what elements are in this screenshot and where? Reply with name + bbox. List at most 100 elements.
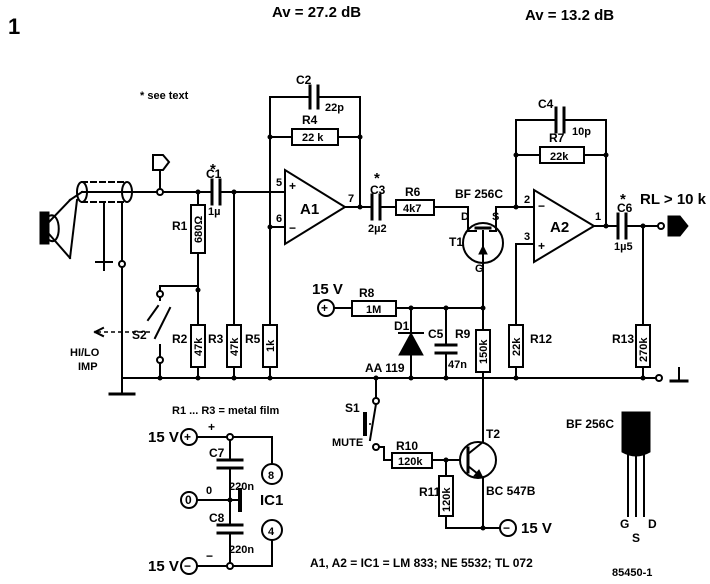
r9-value: 150k — [478, 339, 490, 364]
switch-s2-lever[interactable] — [153, 306, 172, 340]
t1-pin-g: G — [475, 263, 484, 275]
svg-text:*: * — [210, 161, 216, 178]
a1-minus-sign: − — [289, 221, 296, 235]
r3-value: 47k — [229, 337, 241, 356]
package-title: BF 256C — [566, 417, 614, 431]
r6-name: R6 — [405, 185, 421, 199]
supply-plus-sign: + — [184, 430, 191, 444]
r5-name: R5 — [245, 332, 261, 346]
package-lead-g: G — [620, 517, 629, 531]
package-lead-d: D — [648, 517, 657, 531]
r12-name: R12 — [530, 332, 552, 346]
c8-name: C8 — [209, 511, 225, 525]
r13-value: 270k — [638, 337, 650, 362]
rail-plus-sign: + — [208, 420, 215, 434]
r9-name: R9 — [455, 327, 471, 341]
supply-minus-sign: − — [184, 559, 191, 573]
supply-minus15-label: 15 V — [521, 520, 552, 537]
a2-pin3: 3 — [524, 231, 530, 243]
t2-type: BC 547B — [486, 484, 536, 498]
zero-label: 0 — [206, 485, 212, 497]
output-connector-icon — [667, 215, 689, 237]
a1-pin6: 6 — [276, 213, 282, 225]
c6-name: C6 — [617, 201, 633, 215]
a1-pin7: 7 — [348, 193, 354, 205]
a2-pin1: 1 — [595, 211, 601, 223]
ground-terminal-out — [655, 374, 663, 382]
r8-value: 1M — [366, 304, 381, 316]
c4-value: 10p — [572, 126, 591, 138]
resistor-note: R1 ... R3 = metal film — [172, 405, 280, 417]
s1-mute-label: MUTE — [332, 437, 363, 449]
r5-value: 1k — [265, 339, 277, 352]
t1-type: BF 256C — [455, 187, 503, 201]
c1-value: 1µ — [208, 206, 220, 218]
d1-name: D1 — [394, 319, 410, 333]
r1-name: R1 — [172, 219, 188, 233]
c7-value: 220n — [229, 481, 254, 493]
r2-value: 47k — [193, 337, 205, 356]
hilo-label: HI/LO — [70, 347, 100, 359]
c2-name: C2 — [296, 73, 312, 87]
supply-15v-plus: + — [321, 301, 328, 315]
input-connector-icon — [152, 154, 171, 171]
pin4-label: 4 — [268, 526, 275, 538]
a1-pin5: 5 — [276, 177, 282, 189]
r11-value: 120k — [441, 487, 453, 512]
r10-value: 120k — [398, 456, 423, 468]
c5-name: C5 — [428, 327, 444, 341]
see-text-note: * see text — [140, 90, 189, 102]
a2-minus-sign: − — [538, 199, 545, 213]
pin8-label: 8 — [268, 470, 274, 482]
opamp-a2 — [533, 188, 596, 264]
supply-minus-label: 15 V — [148, 558, 179, 575]
r2-name: R2 — [172, 332, 188, 346]
a1-plus-sign: + — [289, 179, 296, 193]
ic1-pin8-marker — [261, 463, 283, 485]
load-label: RL > 10 k — [640, 191, 707, 208]
r4-name: R4 — [302, 113, 318, 127]
r7-value: 22k — [550, 151, 569, 163]
r7-name: R7 — [549, 131, 565, 145]
s1-name: S1 — [345, 401, 360, 415]
t2-name: T2 — [486, 427, 500, 441]
c2-value: 22p — [325, 102, 344, 114]
drawing-number: 85450-1 — [612, 567, 652, 579]
r12-value: 22k — [511, 337, 523, 356]
c3-value: 2µ2 — [368, 223, 387, 235]
ic1-pin4-marker — [261, 519, 283, 541]
t1-name: T1 — [449, 235, 463, 249]
capacitor-c1: * C1 1µ — [206, 161, 222, 218]
figure-number: 1 — [8, 14, 20, 39]
diode-d1 — [398, 331, 424, 356]
r8-name: R8 — [359, 286, 375, 300]
zero-terminal-label: 0 — [185, 493, 192, 507]
c5-value: 47n — [448, 359, 467, 371]
ic1-label: IC1 — [260, 492, 283, 509]
supply-plus-label: 15 V — [148, 429, 179, 446]
to92-package-icon — [621, 411, 651, 517]
c3-name: C3 — [370, 183, 386, 197]
opamp-note: A1, A2 = IC1 = LM 833; NE 5532; TL 072 — [310, 556, 533, 570]
switch-s1-lever[interactable] — [368, 402, 378, 442]
supply-15v-label: 15 V — [312, 281, 343, 298]
rail-minus-sign: − — [206, 549, 213, 563]
s2-name: S2 — [132, 328, 147, 342]
opamp-a1 — [284, 168, 347, 246]
package-lead-s: S — [632, 531, 640, 545]
d1-type: AA 119 — [365, 361, 405, 375]
r10-name: R10 — [396, 439, 418, 453]
c4-name: C4 — [538, 97, 554, 111]
c6-value: 1µ5 — [614, 241, 633, 253]
r4-value: 22 k — [302, 132, 324, 144]
a2-name: A2 — [550, 219, 569, 236]
svg-text:*: * — [620, 191, 626, 208]
a2-pin2: 2 — [524, 194, 530, 206]
t1-pin-s: S — [492, 211, 499, 223]
r13-name: R13 — [612, 332, 634, 346]
gain-label-stage1: Av = 27.2 dB — [272, 4, 361, 21]
supply-minus15-sign: − — [503, 521, 510, 535]
supply-minus15-terminal — [499, 519, 517, 537]
t1-pin-d: D — [461, 211, 469, 223]
